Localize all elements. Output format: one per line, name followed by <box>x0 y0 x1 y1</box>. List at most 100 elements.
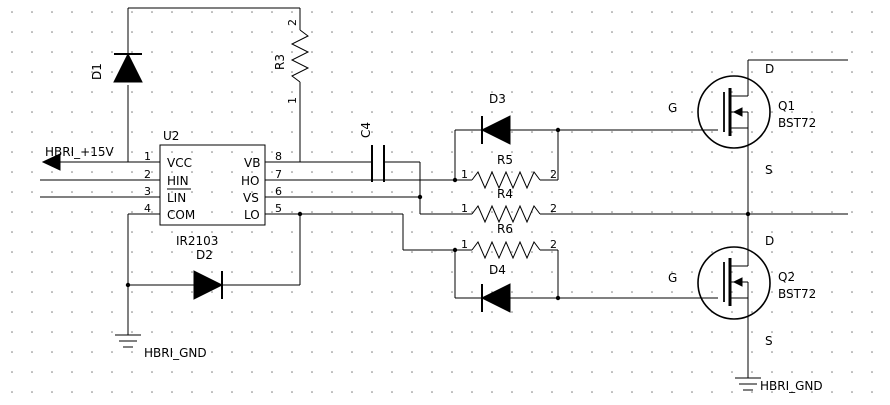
grid-dot <box>471 91 473 93</box>
grid-dot <box>771 11 773 13</box>
pin-7-number: 7 <box>275 168 282 181</box>
q2-ref: Q2 <box>778 270 795 284</box>
grid-dot <box>571 51 573 53</box>
grid-dot <box>791 131 793 133</box>
grid-dot <box>471 51 473 53</box>
grid-dot <box>71 231 73 233</box>
grid-dot <box>31 71 33 73</box>
c4-capacitor: C4 <box>300 122 420 182</box>
grid-dot <box>411 151 413 153</box>
r3-pin2: 2 <box>286 19 299 26</box>
grid-dot <box>731 231 733 233</box>
grid-dot <box>551 111 553 113</box>
grid-dot <box>51 71 53 73</box>
pin-4-name: COM <box>167 208 195 222</box>
grid-dot <box>371 291 373 293</box>
grid-dot <box>671 251 673 253</box>
grid-dot <box>651 331 653 333</box>
grid-dot <box>771 251 773 253</box>
grid-dot <box>311 71 313 73</box>
grid-dot <box>71 31 73 33</box>
grid-dot <box>251 291 253 293</box>
grid-dot <box>871 371 873 373</box>
grid-dot <box>871 271 873 273</box>
grid-dot <box>191 291 193 293</box>
grid-dot <box>711 171 713 173</box>
grid-dot <box>91 191 93 193</box>
grid-dot <box>11 91 13 93</box>
grid-dot <box>571 111 573 113</box>
grid-dot <box>851 391 853 393</box>
grid-dot <box>491 51 493 53</box>
grid-dot <box>171 371 173 373</box>
grid-dot <box>851 11 853 13</box>
grid-dot <box>331 351 333 353</box>
grid-dot <box>431 11 433 13</box>
grid-dot <box>11 251 13 253</box>
grid-dot <box>271 391 273 393</box>
grid-dot <box>71 311 73 313</box>
grid-dot <box>91 11 93 13</box>
grid-dot <box>31 311 33 313</box>
grid-dot <box>611 111 613 113</box>
grid-dot <box>11 51 13 53</box>
grid-dot <box>551 371 553 373</box>
grid-dot <box>91 391 93 393</box>
grid-dot <box>651 31 653 33</box>
grid-dot <box>651 351 653 353</box>
grid-dot <box>631 11 633 13</box>
r4-label: R4 <box>497 187 513 201</box>
grid-dot <box>771 191 773 193</box>
grid-dot <box>211 351 213 353</box>
grid-dot <box>231 391 233 393</box>
grid-dot <box>871 191 873 193</box>
grid-dot <box>451 371 453 373</box>
grid-dot <box>711 251 713 253</box>
grid-dot <box>831 231 833 233</box>
grid-dot <box>791 191 793 193</box>
grid-dot <box>851 231 853 233</box>
grid-dot <box>611 91 613 93</box>
grid-dot <box>351 211 353 213</box>
grid-dot <box>631 231 633 233</box>
grid-dot <box>831 391 833 393</box>
grid-dot <box>871 111 873 113</box>
grid-dot <box>211 251 213 253</box>
grid-dot <box>611 11 613 13</box>
grid-dot <box>731 171 733 173</box>
grid-dot <box>851 371 853 373</box>
grid-dot <box>291 51 293 53</box>
grid-dot <box>811 291 813 293</box>
grid-dot <box>71 171 73 173</box>
grid-dot <box>471 111 473 113</box>
grid-dot <box>211 211 213 213</box>
grid-dot <box>431 71 433 73</box>
grid-dot <box>11 151 13 153</box>
grid-dot <box>311 211 313 213</box>
q1-body <box>697 75 771 149</box>
grid-dot <box>811 71 813 73</box>
grid-dot <box>251 271 253 273</box>
grid-dot <box>391 11 393 13</box>
grid-dot <box>471 311 473 313</box>
grid-dot <box>531 111 533 113</box>
grid-dot <box>731 391 733 393</box>
grid-dot <box>711 391 713 393</box>
grid-dot <box>471 211 473 213</box>
grid-dot <box>351 171 353 173</box>
grid-dot <box>671 91 673 93</box>
grid-dot <box>671 371 673 373</box>
grid-dot <box>311 251 313 253</box>
grid-dot <box>651 151 653 153</box>
grid-dot <box>531 71 533 73</box>
grid-dot <box>691 191 693 193</box>
grid-dot <box>251 51 253 53</box>
grid-dot <box>571 351 573 353</box>
supply-net-label: HBRI_+15V <box>45 145 114 159</box>
grid-dot <box>291 251 293 253</box>
grid-dot <box>471 71 473 73</box>
grid-dot <box>451 71 453 73</box>
grid-dot <box>191 171 193 173</box>
grid-dot <box>651 91 653 93</box>
grid-dot <box>271 11 273 13</box>
